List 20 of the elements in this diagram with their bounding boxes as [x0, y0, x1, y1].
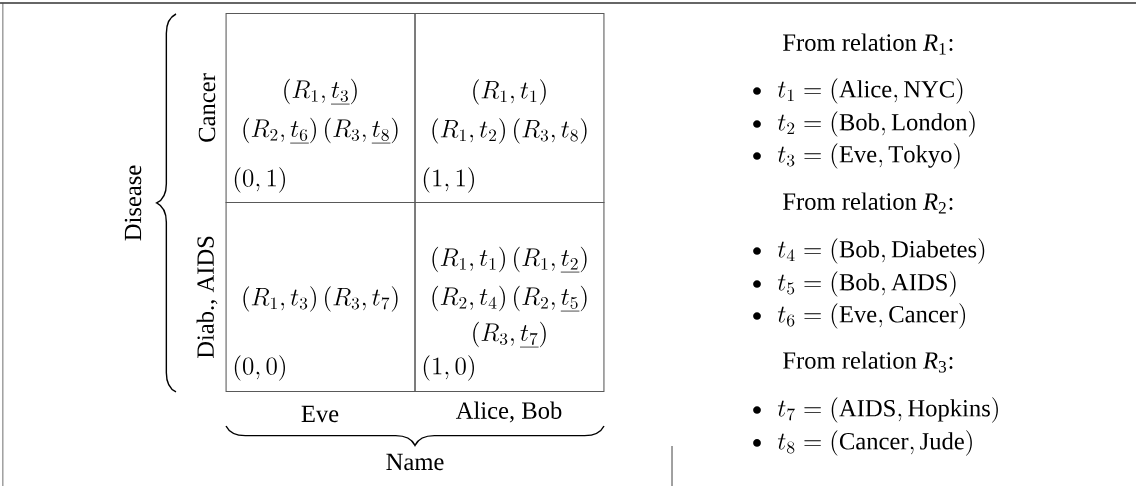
grid-cell: $(R_1,t_3)$ $(R_3,t_7)$ $(0,0)$ — [225, 202, 416, 392]
grid-cell: $(R_1,t_1)$ $(R_1,\underline{t_2})$ $(R_2,t_4)$ $(R_2,\underline{t_5})$ $(R_3,\underline{t_7})$ $(1,0)$ — [414, 202, 605, 392]
grid-cell: $(R_1,t_1)$ $(R_1,t_2)$ $(R_3,t_8)$ $(1,1)$ — [414, 13, 605, 203]
list-item: $t_5 = (\mathrm{Bob}, \mathrm{AIDS})$ — [777, 271, 956, 297]
list-item: $t_4 = (\mathrm{Bob}, \mathrm{Diabetes})$ — [777, 238, 985, 264]
axis-label: Cancer — [198, 73, 216, 142]
list-item: $t_1 = (\mathrm{Alice}, \mathrm{NYC})$ — [777, 78, 963, 104]
axis-label: Diab., AIDS — [196, 236, 218, 359]
heading: From relation R$_{2}$: — [783, 192, 953, 214]
list-item: $t_3 = (\mathrm{Eve}, \mathrm{Tokyo})$ — [777, 143, 960, 169]
axis-title: Name — [386, 453, 444, 471]
axis-title: Disease — [124, 165, 142, 241]
axis-label: Alice, Bob — [455, 401, 562, 423]
list-item: $t_7 = (\mathrm{AIDS}, \mathrm{Hopkins})$ — [777, 397, 998, 423]
grid-cell: $(R_1,\underline{t_3})$ $(R_2,\underline{t_6})$ $(R_3,\underline{t_8})$ $(0,1)$ — [225, 13, 416, 203]
heading: From relation R$_{3}$: — [783, 351, 953, 373]
list-item: $t_6 = (\mathrm{Eve}, \mathrm{Cancer})$ — [777, 303, 966, 329]
list-item: $t_2 = (\mathrm{Bob}, \mathrm{London})$ — [777, 111, 975, 137]
list-item: $t_8 = (\mathrm{Cancer}, \mathrm{Jude})$ — [777, 430, 972, 456]
heading: From relation R$_{1}$: — [783, 33, 953, 55]
